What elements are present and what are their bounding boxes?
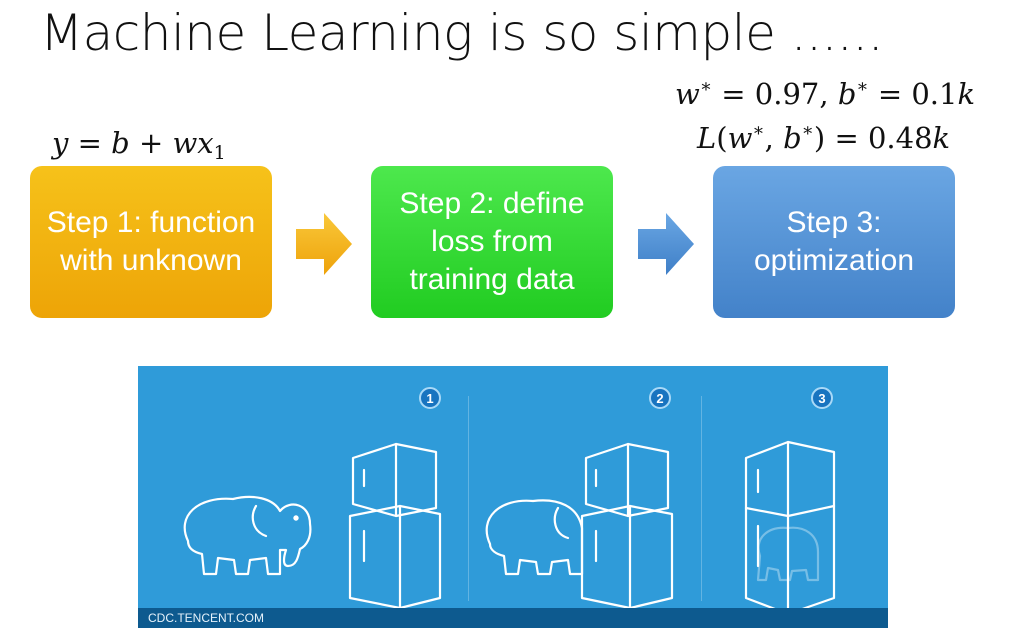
slide-title: Machine Learning is so simple ...... [40,4,884,62]
step-badge-3: 3 [811,387,833,409]
step-2-label: Step 2: define loss from training data [399,187,585,296]
step-3-box: Step 3: optimization [713,166,955,318]
step-badge-1: 1 [419,387,441,409]
step-2-box: Step 2: define loss from training data [371,166,613,318]
loss-value-equation: L(w∗, b∗) = 0.48k [697,120,951,155]
step-1-label: Step 1: function with unknown [46,206,256,277]
model-equation: y = b + wx1 [52,126,226,164]
elephant-fridge-illustration: 1 2 3 [138,366,888,628]
step-badge-2: 2 [649,387,671,409]
refrigerator-icon [348,442,442,610]
optimal-params-equation: w∗ = 0.97, b∗ = 0.1k [675,76,976,111]
elephant-icon [485,499,584,576]
step-3-label: Step 3: optimization [753,206,915,277]
elephant-icon [183,495,312,576]
source-footer: CDC.TENCENT.COM [138,608,888,628]
panel-divider [468,396,469,601]
refrigerator-icon [580,442,674,610]
elephant-icon [756,526,820,582]
right-arrow-icon [638,213,694,275]
right-arrow-icon [296,213,352,275]
refrigerator-icon [744,440,836,616]
panel-divider [701,396,702,601]
step-1-box: Step 1: function with unknown [30,166,272,318]
